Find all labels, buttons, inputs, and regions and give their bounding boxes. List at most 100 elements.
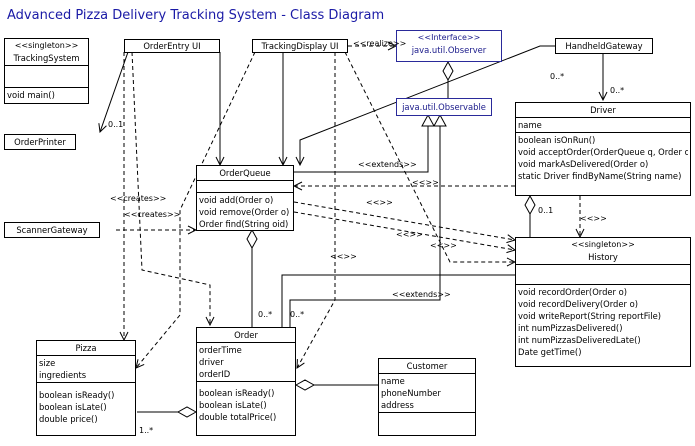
label-realize: <<realize>> [353,39,407,48]
class-name: OrderEntry UI [143,41,201,51]
class-name: java.util.Observer [411,45,487,55]
label-dependency: <<>> [430,241,457,250]
attribute: orderTime [199,345,242,355]
operation: double price() [39,414,98,424]
label-multiplicity: 0..* [258,310,273,319]
attribute: name [381,376,405,386]
class-name: Pizza [75,343,97,353]
class-name: History [588,252,618,262]
dep-queue-history [293,201,515,240]
label-multiplicity: 0..1 [538,206,554,215]
gen-queue-observable [294,113,435,173]
class-name: TrackingSystem [13,53,80,63]
label-dependency: <<>> [396,230,423,239]
class-scanner-gateway[interactable]: ScannerGateway [4,222,100,238]
label-creates: <<creates>> [124,210,181,219]
attributes-section: orderTime driver orderID [197,342,295,381]
operation: void recordOrder(Order o) [518,287,628,297]
class-name: ScannerGateway [16,225,88,235]
operation: int numPizzasDeliveredLate() [518,335,641,345]
class-stereotype: <<singleton>> [571,240,635,249]
class-stereotype: <<Interface>> [417,33,481,42]
operation: boolean isLate() [39,402,107,412]
operations-section [379,412,475,422]
attributes-section: name phoneNumber address [379,373,475,412]
class-observable[interactable]: java.util.Observable [396,98,492,116]
attributes-section [516,264,690,284]
attributes-section: size ingredients [37,355,135,382]
attribute: phoneNumber [381,388,441,398]
operations-section: void main() [5,87,88,102]
dep-queue-history-2 [293,211,515,250]
assoc-handheld-queue [300,45,555,165]
label-multiplicity: 0..* [610,86,625,95]
operation: void remove(Order o) [199,207,290,217]
class-order[interactable]: Order orderTime driver orderID boolean i… [196,327,296,436]
operations-section: void add(Order o) void remove(Order o) O… [197,192,293,231]
class-name: OrderQueue [219,168,271,178]
class-driver[interactable]: Driver name boolean isOnRun() void accep… [515,102,691,196]
attributes-section: name [516,117,690,132]
operation: double totalPrice() [199,412,277,422]
operations-section: void recordOrder(Order o) void recordDel… [516,284,690,359]
class-order-printer[interactable]: OrderPrinter [4,134,76,150]
operation: Date getTime() [518,347,582,357]
class-name: Order [234,330,258,340]
class-tracking-system[interactable]: <<singleton>> TrackingSystem void main() [4,38,89,104]
agg-driver-order [281,196,530,327]
operation: boolean isOnRun() [518,135,596,145]
label-dependency: <<>> [580,214,607,223]
class-customer[interactable]: Customer name phoneNumber address [378,358,476,436]
dep-tracking-order [297,52,336,368]
dep-orderentry-order [131,51,210,325]
operation: static Driver findByName(String name) [518,171,682,181]
operation: void main() [7,90,55,100]
class-name: OrderPrinter [14,137,66,147]
label-multiplicity: 0..* [290,310,305,319]
dep-tracking-history [344,51,515,262]
class-name: java.util.Observable [402,102,486,112]
attribute: driver [199,357,224,367]
label-dependency: <<>> [330,252,357,261]
dep-tracking-pizza [136,51,256,368]
operation: void recordDelivery(Order o) [518,299,639,309]
operation: void add(Order o) [199,195,274,205]
operation: Order find(String oid) [199,219,289,229]
class-tracking-display-ui[interactable]: TrackingDisplay UI [252,39,348,53]
label-extends: <<extends>> [358,160,417,169]
operation: int numPizzasDelivered() [518,323,623,333]
operations-section: boolean isReady() boolean isLate() doubl… [197,381,295,424]
operation: void acceptOrder(OrderQueue q, Order o) [518,147,688,157]
label-multiplicity: 0..* [550,72,565,81]
operations-section: boolean isReady() boolean isLate() doubl… [37,382,135,426]
class-order-queue[interactable]: OrderQueue void add(Order o) void remove… [196,165,294,231]
attributes-section [5,65,88,87]
label-dependency: <<>> [412,178,439,187]
class-handheld-gateway[interactable]: HandheldGateway [555,38,653,54]
interface-observer[interactable]: <<Interface>> java.util.Observer [396,30,502,62]
label-extends: <<extends>> [392,290,451,299]
label-multiplicity: 0..1 [108,120,124,129]
operations-section: boolean isOnRun() void acceptOrder(Order… [516,132,690,183]
assoc-orderentry-printer [100,51,129,132]
class-name: TrackingDisplay UI [261,41,339,51]
label-multiplicity: 1..* [139,426,154,435]
class-name: Customer [406,361,448,371]
operation: boolean isReady() [39,390,115,400]
attribute: ingredients [39,370,87,380]
attributes-section [197,180,293,192]
class-name: HandheldGateway [565,41,643,51]
class-order-entry-ui[interactable]: OrderEntry UI [124,39,220,53]
class-history[interactable]: <<singleton>> History void recordOrder(O… [515,237,691,367]
class-pizza[interactable]: Pizza size ingredients boolean isReady()… [36,340,136,436]
operation: boolean isLate() [199,400,267,410]
operation: void writeReport(String reportFile) [518,311,661,321]
attribute: name [518,120,542,130]
gen-order-observable [289,113,447,327]
attribute: size [39,358,56,368]
operation: void markAsDelivered(Order o) [518,159,649,169]
class-name: Driver [590,105,616,115]
operation: boolean isReady() [199,388,275,398]
attribute: orderID [199,369,231,379]
